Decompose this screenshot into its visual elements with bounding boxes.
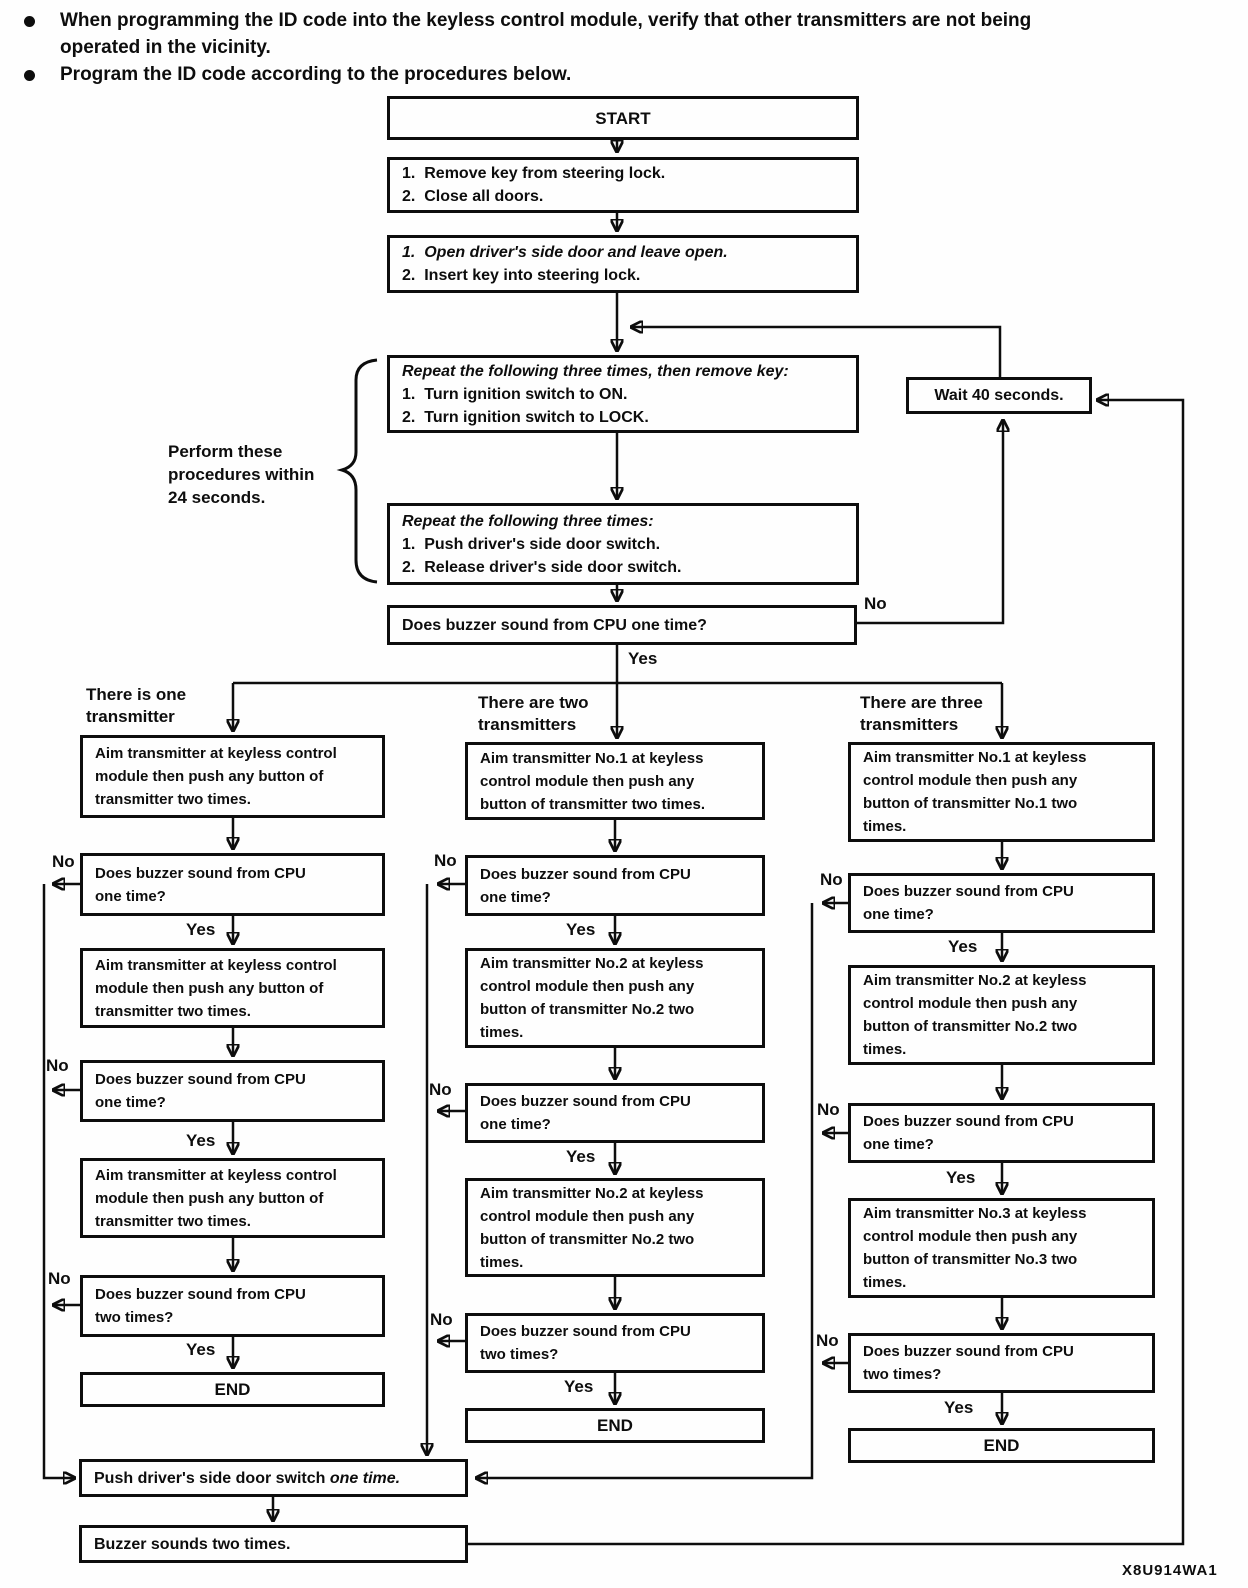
flow-box-remove-key-close-doors: 1. Remove key from steering lock. 2. Clo… (387, 157, 859, 213)
branch-header-one-transmitter: There is one transmitter (86, 685, 187, 726)
flow-box-buzzer-sounds-twice: Buzzer sounds two times. (79, 1525, 468, 1563)
label-yes-c1a: Yes (186, 920, 216, 939)
decision-buzzer-two-times-c1: Does buzzer sound from CPU two times? (80, 1275, 385, 1337)
label-no-c1a: No (52, 852, 75, 871)
flow-box-end-c3: END (848, 1428, 1155, 1463)
label-yes-c2c: Yes (564, 1377, 594, 1396)
flow-box-aim-no2-c2b: Aim transmitter No.2 at keyless control … (465, 1178, 765, 1277)
label-yes-c1b: Yes (186, 1131, 216, 1150)
decision-buzzer-one-time-main: Does buzzer sound from CPU one time? (387, 605, 857, 645)
label-no-c3c: No (816, 1331, 839, 1350)
flow-box-aim-no2-c3: Aim transmitter No.2 at keyless control … (848, 965, 1155, 1065)
flow-box-push-door-switch: Push driver's side door switch one time. (79, 1459, 468, 1497)
flow-box-end-c2: END (465, 1408, 765, 1443)
label-yes-c1c: Yes (186, 1340, 216, 1359)
decision-buzzer-two-times-c2: Does buzzer sound from CPU two times? (465, 1313, 765, 1373)
decision-buzzer-one-time-c2a: Does buzzer sound from CPU one time? (465, 855, 765, 916)
decision-buzzer-two-times-c3: Does buzzer sound from CPU two times? (848, 1333, 1155, 1393)
label-no-c2a: No (434, 851, 457, 870)
label-yes-c3c: Yes (944, 1398, 974, 1417)
decision-buzzer-one-time-c2b: Does buzzer sound from CPU one time? (465, 1083, 765, 1143)
flow-box-aim-no1-c3: Aim transmitter No.1 at keyless control … (848, 742, 1155, 842)
bullet-icon (24, 16, 35, 27)
flow-box-open-door-insert-key: 1. Open driver's side door and leave ope… (387, 235, 859, 293)
label-yes-c3b: Yes (946, 1168, 976, 1187)
label-no-c2b: No (429, 1080, 452, 1099)
flow-box-aim-transmitter-3: Aim transmitter at keyless control modul… (80, 1158, 385, 1238)
decision-buzzer-one-time-c1a: Does buzzer sound from CPU one time? (80, 853, 385, 916)
flow-box-aim-no2-c2a: Aim transmitter No.2 at keyless control … (465, 948, 765, 1048)
flow-box-end-c1: END (80, 1372, 385, 1407)
decision-buzzer-one-time-c1b: Does buzzer sound from CPU one time? (80, 1060, 385, 1122)
flow-box-wait-40-seconds: Wait 40 seconds. (906, 377, 1092, 414)
label-yes-c2b: Yes (566, 1147, 596, 1166)
flow-box-aim-no1-c2: Aim transmitter No.1 at keyless control … (465, 742, 765, 820)
note-program-procedure: Program the ID code according to the pro… (60, 64, 572, 85)
note-programming-warning: When programming the ID code into the ke… (60, 10, 1032, 58)
branch-header-two-transmitters: There are two transmitters (478, 693, 589, 734)
label-yes-c3a: Yes (948, 937, 978, 956)
label-no-main: No (864, 594, 887, 613)
flow-box-aim-transmitter-1: Aim transmitter at keyless control modul… (80, 735, 385, 818)
brace (336, 358, 378, 584)
label-no-c2c: No (430, 1310, 453, 1329)
label-no-c3a: No (820, 870, 843, 889)
flow-box-start: START (387, 96, 859, 140)
flow-box-repeat-ignition: Repeat the following three times, then r… (387, 355, 859, 433)
flow-box-repeat-door-switch: Repeat the following three times: 1. Pus… (387, 503, 859, 585)
bullet-icon (24, 70, 35, 81)
note-perform-within-24-seconds: Perform these procedures within 24 secon… (168, 442, 315, 507)
decision-buzzer-one-time-c3a: Does buzzer sound from CPU one time? (848, 873, 1155, 933)
label-yes-c2a: Yes (566, 920, 596, 939)
label-yes-main: Yes (628, 649, 658, 668)
branch-header-three-transmitters: There are three transmitters (860, 693, 983, 734)
flow-box-aim-no3-c3: Aim transmitter No.3 at keyless control … (848, 1198, 1155, 1298)
decision-buzzer-one-time-c3b: Does buzzer sound from CPU one time? (848, 1103, 1155, 1163)
label-no-c3b: No (817, 1100, 840, 1119)
label-no-c1c: No (48, 1269, 71, 1288)
label-no-c1b: No (46, 1056, 69, 1075)
figure-code: X8U914WA1 (1122, 1562, 1218, 1579)
flow-box-aim-transmitter-2: Aim transmitter at keyless control modul… (80, 948, 385, 1028)
